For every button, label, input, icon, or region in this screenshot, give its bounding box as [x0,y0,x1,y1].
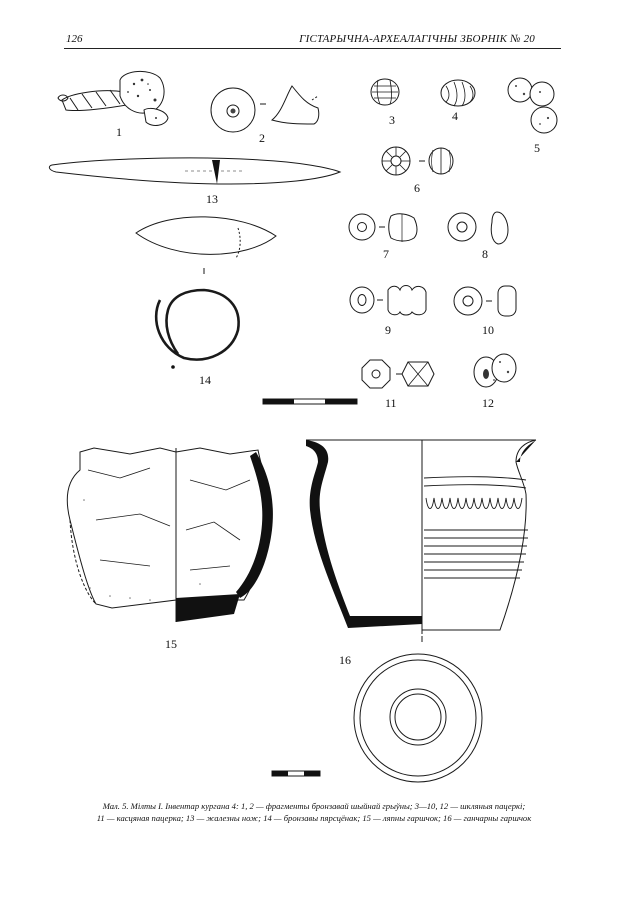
artifact-5-bead-cluster [507,77,558,134]
label-14: 14 [199,373,211,387]
artifact-4-melon-bead [440,79,476,107]
label-12: 12 [482,396,494,410]
label-6: 6 [414,181,420,195]
figure-caption: Мал. 5. Мілты I. Інвентар кургана 4: 1, … [64,800,564,824]
page-number: 126 [66,33,83,45]
artifact-1-neck-ring-fragment [57,71,169,126]
artifact-11-bone-bead [361,359,435,389]
label-7: 7 [383,247,389,261]
caption-line-2: 11 — касцяная пацерка; 13 — жалезны нож;… [96,813,532,823]
label-16: 16 [339,653,351,667]
artifact-14-bronze-ring [135,216,277,369]
artifact-13-iron-knife [48,157,342,185]
artifact-10-annular-bead [453,285,517,317]
artifact-2-ring-terminal [210,85,320,133]
artifact-15-handmade-pot [66,447,273,622]
artifact-16-wheelmade-pot [306,439,537,783]
caption-line-1: Мал. 5. Мілты I. Інвентар кургана 4: 1, … [102,801,526,811]
artifact-9-segmented-bead [349,285,427,316]
label-10: 10 [482,323,494,337]
label-4: 4 [452,109,458,123]
artifact-12-double-bead [473,353,517,388]
artifact-6-ribbed-bead [381,146,454,176]
running-header: 126 ГІСТАРЫЧНА-АРХЕАЛАГІЧНЫ ЗБОРНІК № 20 [64,30,561,49]
journal-title: ГІСТАРЫЧНА-АРХЕАЛАГІЧНЫ ЗБОРНІК № 20 [299,33,535,45]
label-2: 2 [259,131,265,145]
label-1: 1 [116,125,122,139]
artifact-7-annular-bead [348,213,418,242]
label-3: 3 [389,113,395,127]
artifact-3-melon-bead [370,78,400,106]
label-15: 15 [165,637,177,651]
label-13: 13 [206,192,218,206]
label-11: 11 [385,396,397,410]
label-8: 8 [482,247,488,261]
label-9: 9 [385,323,391,337]
scale-bar-pottery [271,770,321,777]
label-5: 5 [534,141,540,155]
artifact-8-annular-bead [447,211,509,245]
scale-bar-small-finds [262,398,358,405]
